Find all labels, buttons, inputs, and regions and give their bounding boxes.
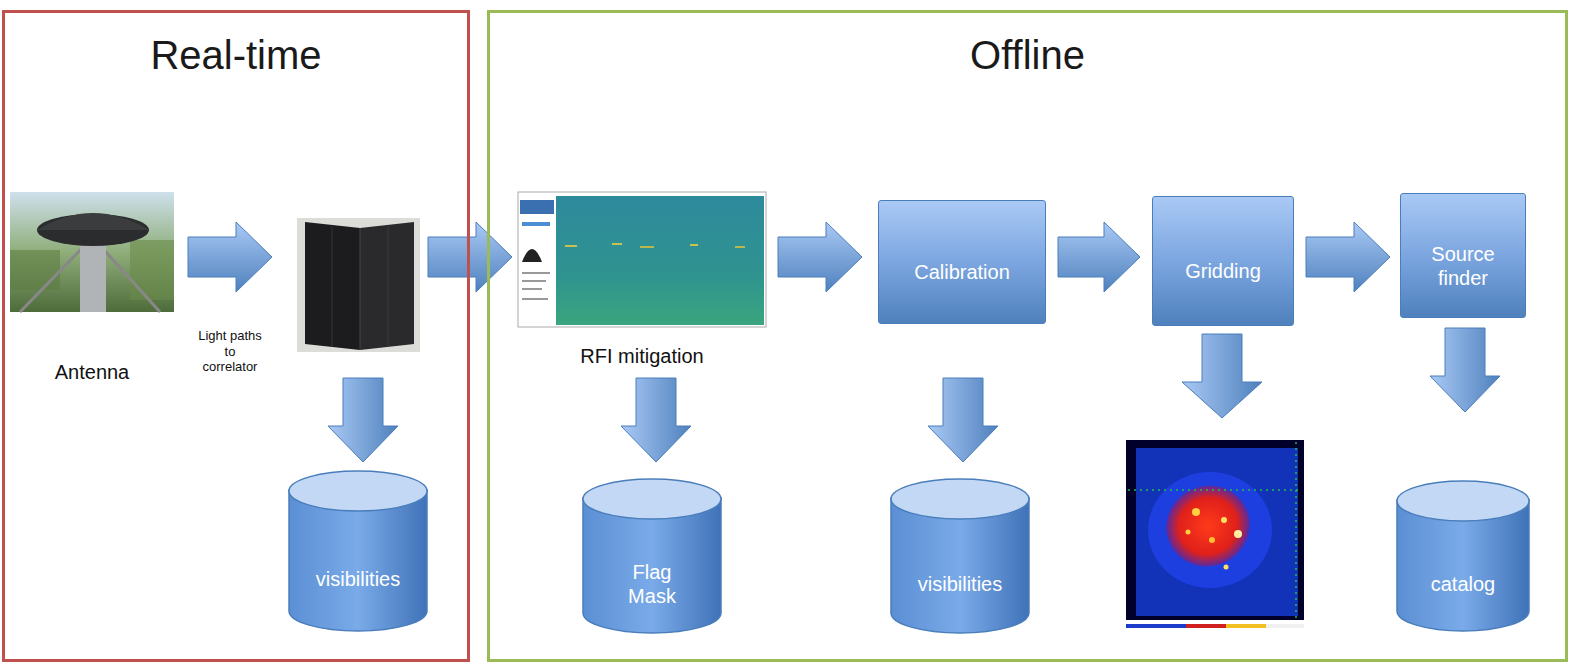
photo-node	[297, 218, 420, 352]
antenna-photo	[10, 192, 174, 312]
node-label: visibilities	[316, 567, 400, 591]
rfi-screenshot	[518, 192, 766, 327]
node-label: Flag Mask	[622, 560, 682, 608]
block-arrow	[328, 378, 398, 462]
storage-cylinder: visibilities	[890, 478, 1030, 634]
block-arrow	[1306, 222, 1390, 292]
node-label: Gridding	[1185, 259, 1261, 283]
block-arrow	[1058, 222, 1140, 292]
node-label: RFI mitigation	[578, 345, 705, 368]
cylinder-top	[289, 471, 427, 511]
process-box: Calibration	[878, 200, 1046, 324]
block-arrow	[1182, 334, 1262, 418]
node-label: catalog	[1431, 572, 1496, 596]
block-arrow	[621, 378, 691, 462]
node-label: Source finder	[1409, 242, 1517, 290]
sky-image	[1124, 438, 1312, 636]
block-arrow	[188, 222, 272, 292]
cylinder-top	[891, 479, 1029, 519]
photo-node: RFI mitigation	[518, 192, 766, 368]
storage-cylinder: Flag Mask	[582, 478, 722, 634]
block-arrow	[778, 222, 862, 292]
cylinder-top	[583, 479, 721, 519]
node-label: Calibration	[914, 260, 1010, 284]
correlator-photo	[297, 218, 420, 352]
photo-node: Antenna	[10, 192, 174, 384]
region-title: Real-time	[5, 33, 467, 78]
block-arrow	[428, 222, 512, 292]
storage-cylinder: catalog	[1396, 480, 1530, 632]
block-arrow	[1430, 328, 1500, 412]
cylinder-shape	[582, 478, 722, 634]
edge-label: Light paths to correlator	[198, 328, 262, 375]
node-label: Antenna	[53, 361, 132, 384]
storage-cylinder: visibilities	[288, 470, 428, 632]
node-label: visibilities	[918, 572, 1002, 596]
cylinder-top	[1397, 481, 1529, 521]
cylinder-shape	[288, 470, 428, 632]
process-box: Gridding	[1152, 196, 1294, 326]
block-arrow	[928, 378, 998, 462]
region-frame: OfflineRFI mitigation Flag Mask Calibrati…	[487, 10, 1568, 662]
region-title: Offline	[490, 33, 1565, 78]
process-box: Source finder	[1400, 193, 1526, 318]
cylinder-shape	[890, 478, 1030, 634]
cylinder-shape	[1396, 480, 1530, 632]
